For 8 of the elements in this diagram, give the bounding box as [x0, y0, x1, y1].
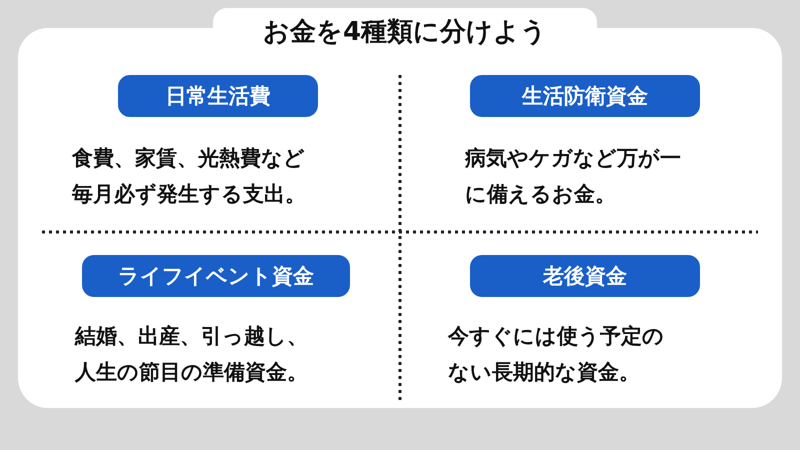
- description-text: 今すぐには使う予定のない長期的な資金。: [448, 323, 665, 386]
- category-label: 日常生活費: [118, 75, 318, 117]
- category-label: 生活防衛資金: [470, 75, 700, 117]
- category-label: 老後資金: [470, 255, 700, 297]
- category-label: ライフイベント資金: [82, 255, 350, 297]
- description-text: 結婚、出産、引っ越し、人生の節目の準備資金。: [75, 323, 309, 386]
- description-text: 病気やケガなど万が一に備えるお金。: [465, 145, 682, 208]
- description-text: 食費、家賃、光熱費など毎月必ず発生する支出。: [72, 145, 307, 208]
